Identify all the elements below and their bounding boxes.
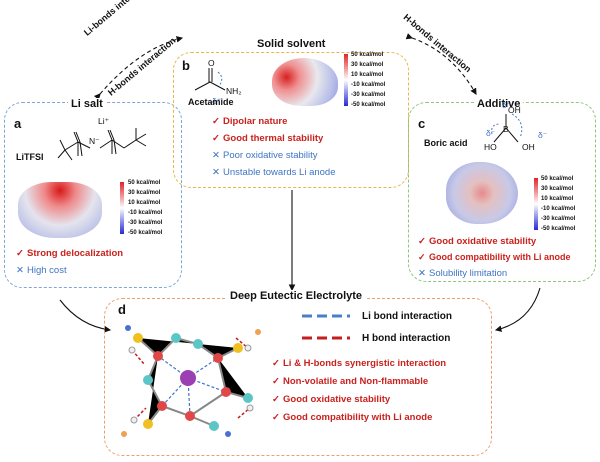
boric-acid-colorbar <box>534 178 538 230</box>
acetamide-legend-m10: -10 kcal/mol <box>351 82 386 88</box>
litfsi-legend-m30: -30 kcal/mol <box>128 220 163 226</box>
des-title: Deep Eutectic Electrolyte <box>226 290 367 302</box>
additive-prop-3: ✕Solubility limitation <box>418 268 508 279</box>
additive-prop-1: ✓Good oxidative stability <box>418 236 537 247</box>
litfsi-structure <box>57 128 147 161</box>
boric-acid-name: Boric acid <box>424 138 468 148</box>
solid-solvent-title: Solid solvent <box>254 38 329 50</box>
solvent-prop-1: ✓Dipolar nature <box>212 116 288 127</box>
des-molecular-cluster <box>121 325 261 437</box>
boric-b: B <box>503 124 509 134</box>
solvent-prop-3: ✕Poor oxidative stability <box>212 150 318 161</box>
li-salt-title: Li salt <box>68 98 106 110</box>
des-prop-4: ✓Good compatibility with Li anode <box>272 412 433 423</box>
boric-oh-right: OH <box>522 142 535 152</box>
solvent-prop-2: ✓Good thermal stability <box>212 133 324 144</box>
panel-a-letter: a <box>14 116 22 131</box>
acetamide-name: Acetamide <box>188 97 234 107</box>
boric-legend-m30: -30 kcal/mol <box>541 216 576 222</box>
panel-b-letter: b <box>182 58 190 73</box>
litfsi-colorbar <box>120 182 124 234</box>
litfsi-legend-m50: -50 kcal/mol <box>128 230 163 236</box>
additive-to-des-arrow <box>494 287 541 332</box>
solvent-prop-4: ✕Unstable towards Li anode <box>212 167 336 178</box>
acetamide-delta-plus: δ⁺ <box>212 96 222 106</box>
des-prop-3: ✓Good oxidative stability <box>272 394 391 405</box>
legend-li-bond: Li bond interaction <box>362 311 452 322</box>
acetamide-legend-30: 30 kcal/mol <box>351 62 384 68</box>
boric-legend-50: 50 kcal/mol <box>541 176 574 182</box>
additive-prop-2: ✓Good compatibility with Li anode <box>418 252 571 262</box>
boric-legend-30: 30 kcal/mol <box>541 186 574 192</box>
panel-d-letter: d <box>118 302 126 317</box>
acetamide-structure <box>194 68 226 91</box>
solvent-additive-arrow <box>405 33 477 95</box>
boric-oh-top: OH <box>508 105 521 115</box>
litfsi-n-minus: N⁻ <box>89 136 100 146</box>
des-prop-1: ✓Li & H-bonds synergistic interaction <box>272 358 447 369</box>
boric-acid-esp-map <box>446 162 518 224</box>
li-salt-prop-2: ✕High cost <box>16 265 67 276</box>
panel-c-letter: c <box>418 116 426 131</box>
acetamide-o: O <box>208 58 215 68</box>
boric-legend-m10: -10 kcal/mol <box>541 206 576 212</box>
li-salt-to-des-arrow <box>59 299 112 333</box>
boric-legend-10: 10 kcal/mol <box>541 196 574 202</box>
des-legend-lines <box>302 314 350 340</box>
litfsi-li-plus: Li⁺ <box>98 116 110 126</box>
boric-delta-3: δ⁻ <box>538 130 548 140</box>
li-salt-prop-1: ✓Strong delocalization <box>16 248 124 259</box>
boric-acid-structure <box>491 113 523 143</box>
acetamide-nh2: NH₂ <box>226 86 242 96</box>
acetamide-legend-50: 50 kcal/mol <box>351 52 384 58</box>
acetamide-colorbar <box>344 54 348 106</box>
boric-legend-m50: -50 kcal/mol <box>541 226 576 232</box>
litfsi-legend-30: 30 kcal/mol <box>128 190 161 196</box>
additive-title: Additive <box>474 98 524 110</box>
litfsi-legend-10: 10 kcal/mol <box>128 200 161 206</box>
litfsi-legend-50: 50 kcal/mol <box>128 180 161 186</box>
legend-h-bond: H bond interaction <box>362 333 451 344</box>
boric-delta-2: δ⁻ <box>486 128 496 138</box>
litfsi-legend-m10: -10 kcal/mol <box>128 210 163 216</box>
litfsi-name: LiTFSI <box>16 152 44 162</box>
acetamide-legend-10: 10 kcal/mol <box>351 72 384 78</box>
acetamide-legend-m30: -30 kcal/mol <box>351 92 386 98</box>
li-salt-solvent-arrow <box>93 36 184 101</box>
litfsi-esp-map <box>18 182 102 238</box>
boric-delta-1: δ⁻ <box>502 100 512 110</box>
des-prop-2: ✓Non-volatile and Non-flammable <box>272 376 429 387</box>
boric-ho: HO <box>484 142 497 152</box>
acetamide-legend-m50: -50 kcal/mol <box>351 102 386 108</box>
acetamide-esp-map <box>272 58 338 106</box>
